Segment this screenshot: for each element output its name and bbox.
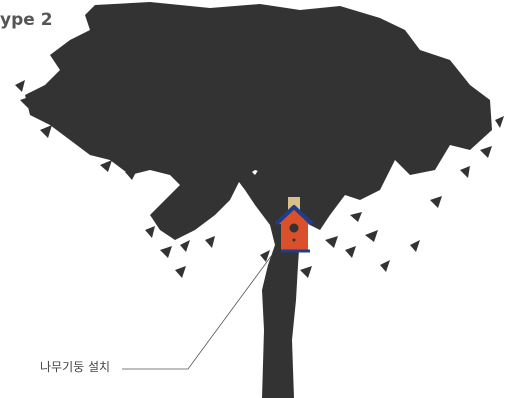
- birdhouse-perch: [293, 239, 296, 242]
- install-label: 나무기둥 설치: [40, 358, 110, 375]
- leader-line: [122, 255, 272, 369]
- birdhouse-entrance-hole: [290, 224, 299, 233]
